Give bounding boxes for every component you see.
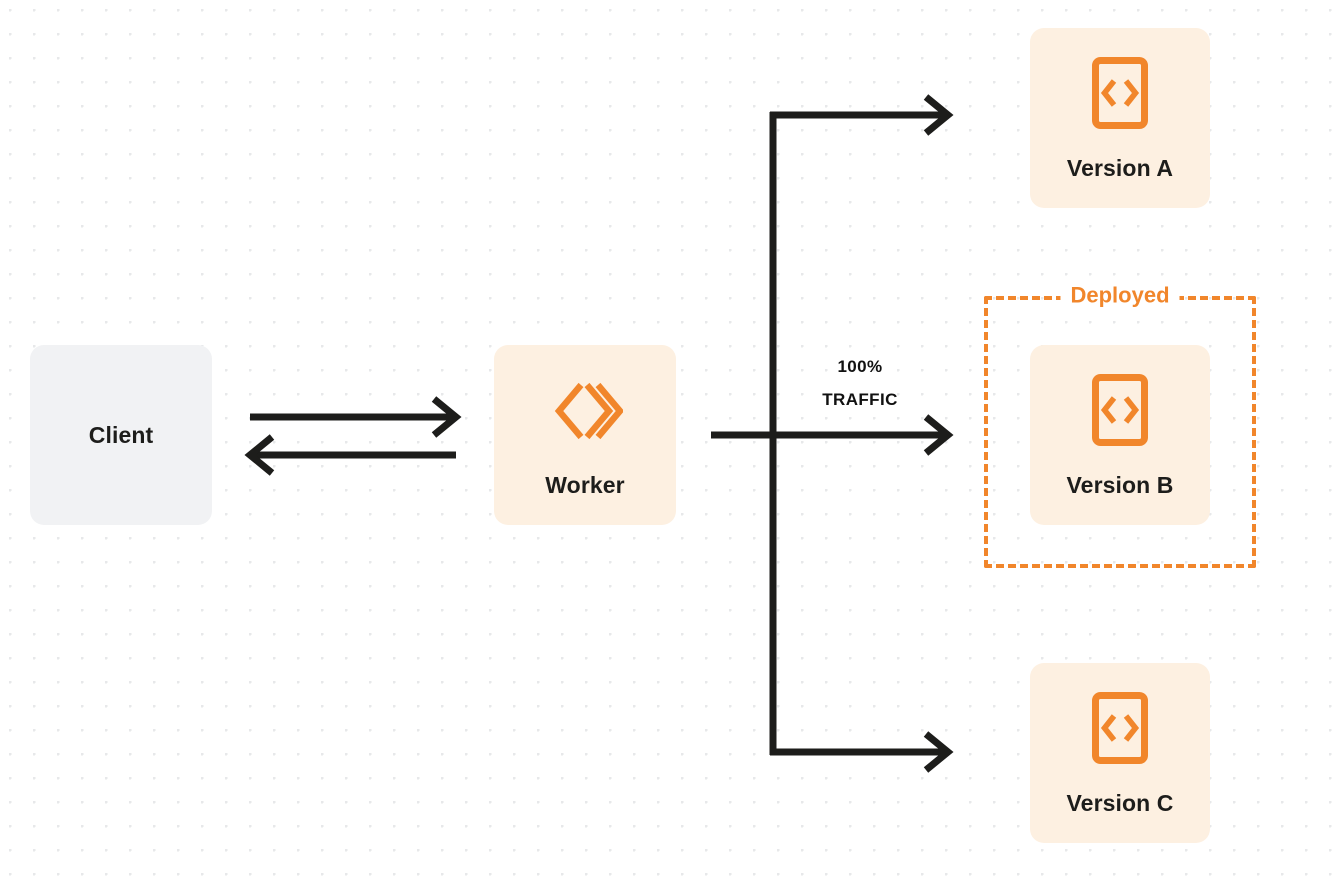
version-a-label: Version A — [1066, 155, 1174, 181]
version-a-node[interactable]: Version A — [1030, 28, 1210, 208]
version-b-node[interactable]: Version B — [1030, 345, 1210, 525]
edge-worker-to-version-c — [770, 731, 954, 773]
client-node[interactable]: Client — [30, 345, 212, 525]
code-file-icon — [1091, 691, 1149, 770]
edge-client-to-worker — [250, 396, 462, 438]
traffic-percent: 100% — [837, 357, 883, 376]
deployed-group-label: Deployed — [1060, 284, 1180, 307]
cloudflare-workers-logo-icon — [547, 373, 625, 454]
traffic-unit: TRAFFIC — [822, 390, 898, 410]
code-file-icon — [1091, 56, 1149, 135]
code-file-icon — [1091, 373, 1149, 452]
worker-label: Worker — [545, 472, 625, 498]
version-c-label: Version C — [1066, 790, 1174, 816]
traffic-label: 100% TRAFFIC — [790, 350, 930, 416]
version-c-node[interactable]: Version C — [1030, 663, 1210, 843]
worker-node[interactable]: Worker — [494, 345, 676, 525]
version-b-label: Version B — [1066, 472, 1174, 498]
deployed-group-box: Deployed — [984, 284, 1256, 568]
edge-worker-to-version-a — [770, 94, 954, 136]
edge-worker-to-version-b — [711, 414, 954, 456]
client-label: Client — [88, 421, 154, 448]
edge-worker-to-client — [244, 434, 456, 476]
